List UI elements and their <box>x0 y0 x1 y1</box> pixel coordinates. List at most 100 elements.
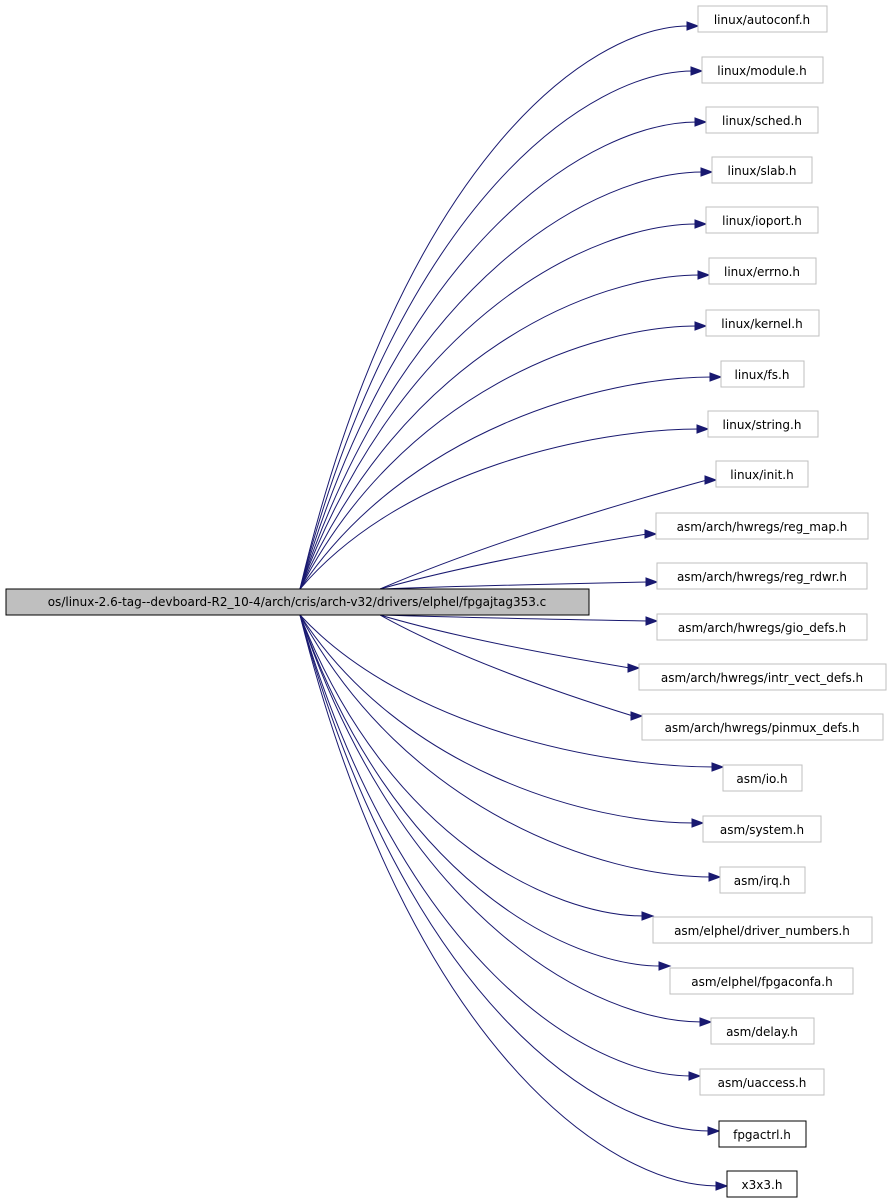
include-edge <box>299 614 695 824</box>
include-node-asm-arch-hwregs-gio-defs[interactable]: asm/arch/hwregs/gio_defs.h <box>656 613 868 641</box>
include-edge <box>299 614 711 1132</box>
include-label: linux/module.h <box>717 64 806 78</box>
include-label: asm/arch/hwregs/pinmux_defs.h <box>665 721 860 735</box>
include-edge-arrowhead <box>645 616 659 626</box>
include-edge-arrowhead <box>691 818 705 828</box>
include-edge-arrowhead <box>697 270 711 280</box>
include-node-asm-elphel-fpgaconfa[interactable]: asm/elphel/fpgaconfa.h <box>669 967 854 995</box>
include-label: asm/elphel/fpgaconfa.h <box>691 975 832 989</box>
include-label: asm/uaccess.h <box>718 1076 807 1090</box>
include-edge <box>299 614 692 1077</box>
include-edge-arrowhead <box>709 372 723 382</box>
include-label: asm/irq.h <box>734 874 790 888</box>
include-node-asm-uaccess[interactable]: asm/uaccess.h <box>699 1068 825 1096</box>
include-label: linux/init.h <box>730 468 793 482</box>
include-edge <box>299 614 662 967</box>
source-file-label: os/linux-2.6-tag--devboard-R2_10-4/arch/… <box>48 595 547 609</box>
include-edge <box>299 376 713 590</box>
include-edge-arrowhead <box>645 577 659 587</box>
include-edge-arrowhead <box>700 167 714 177</box>
include-node-asm-arch-hwregs-pinmux-defs[interactable]: asm/arch/hwregs/pinmux_defs.h <box>641 713 884 741</box>
include-node-asm-elphel-driver-numbers[interactable]: asm/elphel/driver_numbers.h <box>652 916 873 944</box>
include-node-asm-arch-hwregs-reg-rdwr[interactable]: asm/arch/hwregs/reg_rdwr.h <box>656 562 868 590</box>
include-edge-arrowhead <box>715 1181 729 1191</box>
include-edge-arrowhead <box>641 911 655 921</box>
include-label: linux/string.h <box>723 418 802 432</box>
include-edge <box>299 25 690 590</box>
include-node-linux-init[interactable]: linux/init.h <box>715 460 809 488</box>
include-edge-arrowhead <box>711 762 725 772</box>
include-edge <box>379 533 648 590</box>
include-edge <box>299 223 698 590</box>
include-edge-arrowhead <box>630 711 644 721</box>
include-edge <box>299 171 704 590</box>
include-label: asm/elphel/driver_numbers.h <box>674 924 850 938</box>
include-node-linux-string[interactable]: linux/string.h <box>707 410 819 438</box>
include-edge-arrowhead <box>707 1126 721 1136</box>
include-node-linux-autoconf[interactable]: linux/autoconf.h <box>697 5 828 33</box>
include-label: fpgactrl.h <box>733 1128 791 1142</box>
include-edge <box>299 614 703 1023</box>
include-edge <box>379 479 708 590</box>
include-edge <box>379 614 649 622</box>
include-node-fpgactrl[interactable]: fpgactrl.h <box>718 1120 807 1148</box>
include-edge <box>299 274 701 590</box>
include-node-asm-io[interactable]: asm/io.h <box>722 764 803 792</box>
include-label: x3x3.h <box>742 1178 783 1192</box>
include-label: asm/arch/hwregs/intr_vect_defs.h <box>661 671 863 685</box>
include-label: linux/ioport.h <box>722 214 802 228</box>
include-node-asm-system[interactable]: asm/system.h <box>702 815 822 843</box>
include-label: asm/arch/hwregs/reg_map.h <box>677 520 848 534</box>
include-label: asm/arch/hwregs/gio_defs.h <box>678 621 846 635</box>
include-node-linux-fs[interactable]: linux/fs.h <box>720 360 805 388</box>
include-label: asm/arch/hwregs/reg_rdwr.h <box>677 570 847 584</box>
include-edge-arrowhead <box>708 872 722 882</box>
include-label: asm/system.h <box>720 823 804 837</box>
source-file-node[interactable]: os/linux-2.6-tag--devboard-R2_10-4/arch/… <box>5 588 590 616</box>
include-edges <box>299 21 729 1191</box>
include-edge <box>299 614 712 878</box>
include-edge <box>299 614 715 768</box>
include-edge <box>379 614 631 669</box>
include-edge-arrowhead <box>658 961 672 971</box>
include-label: linux/sched.h <box>722 114 802 128</box>
include-node-x3x3[interactable]: x3x3.h <box>726 1170 798 1198</box>
include-node-linux-kernel[interactable]: linux/kernel.h <box>705 309 820 337</box>
include-edge <box>299 428 700 590</box>
include-node-linux-slab[interactable]: linux/slab.h <box>711 156 813 184</box>
include-edge <box>379 614 634 717</box>
include-label: linux/slab.h <box>728 164 797 178</box>
include-label: asm/io.h <box>736 772 787 786</box>
include-node-linux-ioport[interactable]: linux/ioport.h <box>705 206 819 234</box>
include-node-linux-module[interactable]: linux/module.h <box>701 56 824 84</box>
include-edge-arrowhead <box>694 117 708 127</box>
include-label: linux/fs.h <box>735 368 790 382</box>
include-node-linux-errno[interactable]: linux/errno.h <box>708 257 817 285</box>
include-label: asm/delay.h <box>726 1025 798 1039</box>
include-edge <box>299 614 719 1187</box>
include-edge-arrowhead <box>644 529 658 539</box>
include-label: linux/errno.h <box>724 265 800 279</box>
include-edge <box>299 70 694 590</box>
include-edge-arrowhead <box>686 21 700 31</box>
include-edge-arrowhead <box>704 475 718 485</box>
include-edge-arrowhead <box>688 1071 702 1081</box>
include-edge-arrowhead <box>696 424 710 434</box>
include-node-linux-sched[interactable]: linux/sched.h <box>705 106 819 134</box>
include-edge-arrowhead <box>694 321 708 331</box>
include-node-asm-arch-hwregs-intr-vect-defs[interactable]: asm/arch/hwregs/intr_vect_defs.h <box>638 663 887 691</box>
include-edge <box>299 121 698 590</box>
include-edge <box>379 581 649 590</box>
include-edge-arrowhead <box>627 663 641 673</box>
include-edge <box>299 614 645 917</box>
include-edge-arrowhead <box>690 66 704 76</box>
include-label: linux/kernel.h <box>721 317 802 331</box>
include-edge <box>299 325 698 590</box>
include-node-asm-delay[interactable]: asm/delay.h <box>710 1017 815 1045</box>
include-node-asm-irq[interactable]: asm/irq.h <box>719 866 806 894</box>
include-edge-arrowhead <box>694 219 708 229</box>
include-edge-arrowhead <box>699 1017 713 1027</box>
include-node-asm-arch-hwregs-reg-map[interactable]: asm/arch/hwregs/reg_map.h <box>655 512 869 540</box>
include-label: linux/autoconf.h <box>714 13 810 27</box>
